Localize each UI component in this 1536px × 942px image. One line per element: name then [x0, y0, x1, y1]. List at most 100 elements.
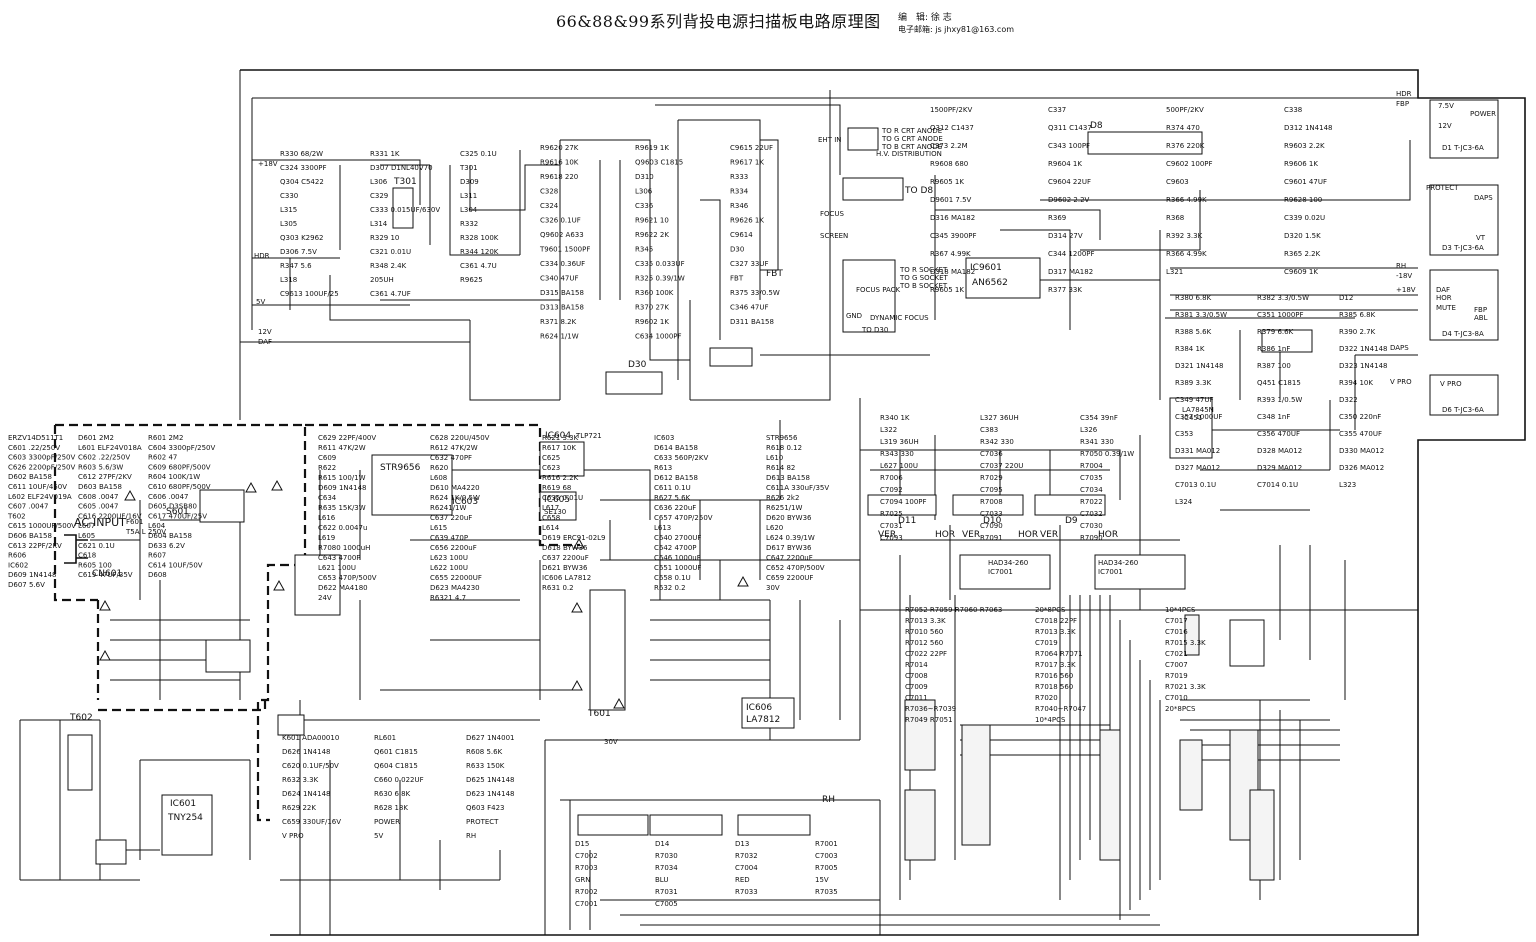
fuse-ref: F601: [126, 518, 143, 526]
fbt-block: [759, 139, 779, 271]
wire-traces: [19, 90, 1418, 935]
component-label: R7031: [655, 888, 678, 896]
component-label: C325 0.1U: [460, 150, 497, 158]
component-label: C7009: [905, 683, 928, 691]
warning-triangle-icon: [99, 649, 111, 661]
component-label: D622 MA4180: [318, 584, 368, 592]
component-label: R374 470: [1166, 124, 1200, 132]
component-label: C609 680PF/500V: [148, 463, 211, 471]
component-label: C653 470P/500V: [318, 574, 377, 582]
component-label: C7002: [575, 852, 598, 860]
component-label: C335 0.033UF: [635, 260, 685, 268]
rail-plus18v-right: +18V: [1396, 286, 1416, 294]
component-label: C339 0.02U: [1284, 214, 1325, 222]
component-label: R624 1/1W: [540, 333, 579, 341]
ic605-block: [539, 491, 577, 521]
component-label: 5V: [374, 832, 383, 840]
component-label: L319 36UH: [880, 438, 919, 446]
warning-triangle-icon: [613, 697, 625, 709]
s601-switch-block: [199, 489, 245, 523]
component-label: C7005: [655, 900, 678, 908]
d30-block: [605, 371, 663, 395]
component-label: C646 1000uF: [654, 554, 701, 562]
component-label: R377 33K: [1048, 286, 1082, 294]
d1-d2-connector: [1429, 99, 1499, 159]
component-label: L614: [542, 524, 560, 532]
component-label: D314 27V: [1048, 232, 1083, 240]
component-label: RH: [466, 832, 476, 840]
component-label: D310: [635, 173, 654, 181]
component-label: L306: [635, 188, 653, 196]
component-label: PROTECT: [466, 818, 499, 826]
to-socket-g: TO G SOCKET: [899, 274, 949, 282]
component-label: R607: [148, 552, 166, 560]
warning-triangle-icon: [245, 481, 257, 493]
conn-7-5v: 7.5V: [1438, 102, 1454, 110]
component-label: R602 47: [148, 454, 177, 462]
ver-label-1: VER: [878, 530, 896, 540]
d8-label: D8: [1090, 121, 1103, 131]
conn-hor: HOR: [1436, 294, 1452, 302]
component-label: T301: [459, 164, 478, 172]
component-label: L617: [542, 504, 559, 512]
focus-pack-block: [842, 259, 896, 333]
component-label: R7025: [880, 510, 903, 518]
component-label: R614 82: [766, 464, 795, 472]
component-label: C9613 100UF/25: [280, 290, 339, 298]
component-label: C7016: [1165, 628, 1188, 636]
component-label: C328: [540, 188, 558, 196]
component-label: D621 BYW36: [542, 564, 588, 572]
ic603-part: STR9656: [380, 463, 421, 473]
component-label: D306 7.5V: [280, 248, 317, 256]
component-label: 1500PF/2KV: [930, 106, 972, 114]
conn-12v: 12V: [1438, 122, 1452, 130]
component-label: R9628 100: [1284, 196, 1322, 204]
component-label: C321 0.01U: [370, 248, 411, 256]
component-label: L323: [1339, 481, 1356, 489]
component-label: L314: [370, 220, 388, 228]
component-label: RED: [735, 876, 750, 884]
bridge-rectifier-block: [294, 554, 341, 616]
to-d8-block: [842, 177, 904, 201]
component-label: R344 120K: [460, 248, 499, 256]
component-label: R603 5.6/3W: [78, 463, 123, 471]
rail-rh: RH: [1396, 262, 1406, 270]
conn-vpro: V PRO: [1440, 380, 1462, 388]
component-label: R7035: [815, 888, 838, 896]
rail-plus18v: +18V: [258, 160, 278, 168]
ac-plug-icon: [64, 534, 88, 564]
conn-power: POWER: [1470, 110, 1496, 118]
component-label: R368: [1166, 214, 1184, 222]
component-label: R618 0.12: [766, 444, 802, 452]
component-label: R6251/1W: [766, 504, 802, 512]
component-label: R366 4.99K: [1166, 250, 1207, 258]
d30-label: D30: [628, 360, 647, 370]
component-label: R629 22K: [282, 804, 316, 812]
gnd-label: GND: [846, 312, 862, 320]
component-label: Q604 C1815: [374, 762, 418, 770]
component-label: T602: [7, 512, 26, 520]
component-label: D322 1N4148: [1339, 345, 1387, 353]
component-label: C614 10UF/50V: [148, 561, 203, 569]
component-label: C346 47UF: [730, 304, 769, 312]
coil-bars: [904, 614, 1275, 881]
component-label: R627 5.6K: [654, 494, 691, 502]
l602-block: [205, 639, 251, 673]
primary-side-boundary: [53, 423, 580, 822]
t301-label: T301: [393, 177, 417, 187]
d9-label: D9: [1065, 516, 1078, 526]
component-label: R632 0.2: [654, 584, 686, 592]
ic601-ref: IC601: [170, 799, 196, 809]
component-label: C652 470P/500V: [766, 564, 825, 572]
to-socket-b: TO B SOCKET: [899, 282, 948, 290]
component-label: C643 4700P: [318, 554, 361, 562]
component-label: D610 MA4220: [430, 484, 480, 492]
d8-block: [1087, 131, 1203, 155]
component-label: D331 MA012: [1175, 447, 1220, 455]
component-label: C601 .22/250V: [8, 444, 60, 452]
component-label: C383: [980, 426, 998, 434]
component-label: R375 33/0.5W: [730, 289, 780, 297]
component-label: C604 3300pF/250V: [148, 444, 215, 452]
